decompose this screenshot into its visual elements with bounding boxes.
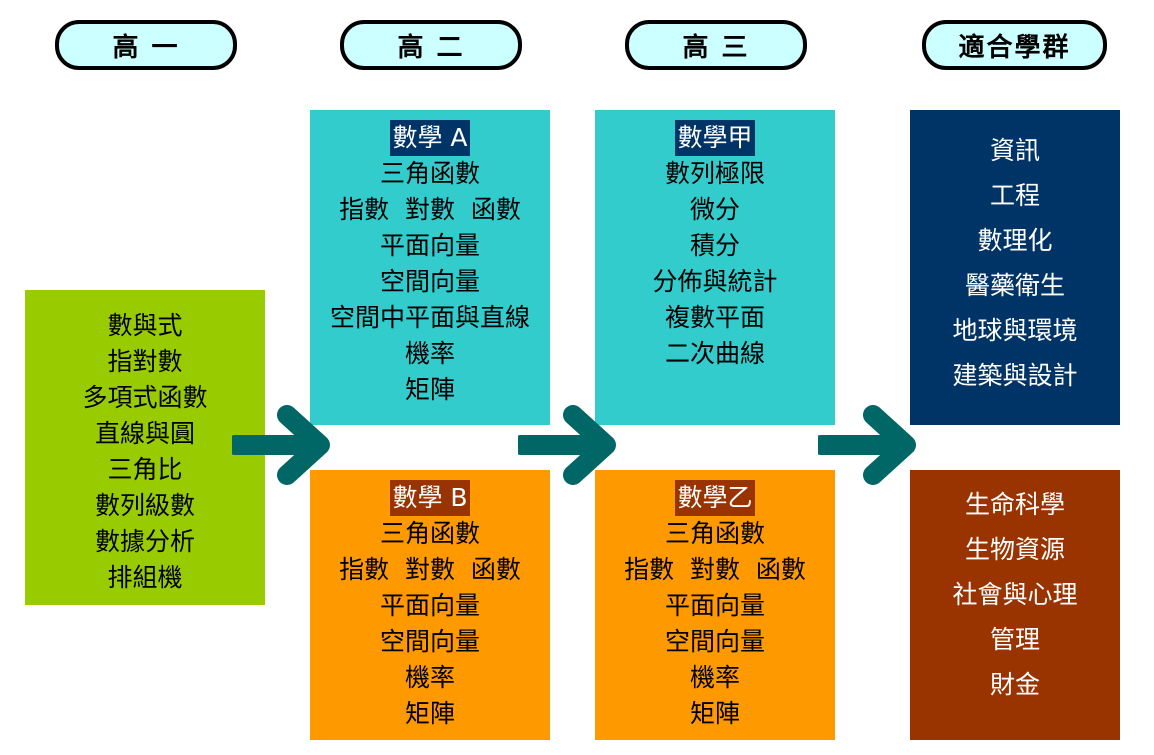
list-item: 三角比 xyxy=(107,455,183,484)
list-item: 矩陣 xyxy=(689,699,740,728)
other-groups-box: 生命科學生物資源社會與心理管理財金 xyxy=(910,470,1120,740)
list-item: 生命科學 xyxy=(964,490,1065,519)
list-item: 地球與環境 xyxy=(952,316,1078,345)
list-item: 積分 xyxy=(689,231,740,260)
science-groups-box: 資訊工程數理化醫藥衛生地球與環境建築與設計 xyxy=(910,110,1120,425)
list-item: 二次曲線 xyxy=(664,339,765,368)
list-item: 指對數 xyxy=(107,347,183,376)
list-item: 直線與圓 xyxy=(94,419,195,448)
math-jia-box: 數學甲 數列極限微分積分分佈與統計複數平面二次曲線 xyxy=(595,110,835,425)
list-item: 空間向量 xyxy=(379,267,480,296)
list-item: 分佈與統計 xyxy=(652,267,778,296)
list-item: 機率 xyxy=(689,663,740,692)
list-item: 空間向量 xyxy=(379,627,480,656)
list-item: 社會與心理 xyxy=(952,580,1078,609)
list-item: 工程 xyxy=(989,181,1040,210)
list-item: 矩陣 xyxy=(404,699,455,728)
header-suitable-groups: 適合學群 xyxy=(922,20,1107,70)
list-item: 空間中平面與直線 xyxy=(329,303,530,332)
list-item: 微分 xyxy=(689,195,740,224)
list-item: 機率 xyxy=(404,663,455,692)
list-item: 資訊 xyxy=(989,136,1040,165)
list-item: 財金 xyxy=(989,670,1040,699)
list-item: 三角函數 xyxy=(664,519,765,548)
math-a-title: 數學 A xyxy=(390,120,470,156)
math-yi-title: 數學乙 xyxy=(675,480,755,516)
arrow-icon xyxy=(232,405,330,485)
math-b-box: 數學 B 三角函數指數 對數 函數平面向量空間向量機率矩陣 xyxy=(310,470,550,740)
list-item: 數據分析 xyxy=(94,527,195,556)
list-item: 平面向量 xyxy=(379,231,480,260)
list-item: 機率 xyxy=(404,339,455,368)
header-grade-10: 高 一 xyxy=(55,20,237,70)
list-item: 生物資源 xyxy=(964,535,1065,564)
list-item: 數列極限 xyxy=(664,159,765,188)
header-grade-12: 高 三 xyxy=(625,20,807,70)
list-item: 建築與設計 xyxy=(952,361,1078,390)
list-item: 三角函數 xyxy=(379,159,480,188)
list-item: 管理 xyxy=(989,625,1040,654)
math-a-box: 數學 A 三角函數指數 對數 函數平面向量空間向量空間中平面與直線機率矩陣 xyxy=(310,110,550,425)
list-item: 指數 對數 函數 xyxy=(339,555,521,584)
math-yi-box: 數學乙 三角函數指數 對數 函數平面向量空間向量機率矩陣 xyxy=(595,470,835,740)
list-item: 數列級數 xyxy=(94,491,195,520)
list-item: 平面向量 xyxy=(664,591,765,620)
list-item: 排組機 xyxy=(107,563,183,592)
list-item: 多項式函數 xyxy=(82,383,208,412)
list-item: 指數 對數 函數 xyxy=(624,555,806,584)
grade10-box: 數與式指對數多項式函數直線與圓三角比數列級數數據分析排組機 xyxy=(25,290,265,605)
header-grade-11: 高 二 xyxy=(340,20,522,70)
list-item: 指數 對數 函數 xyxy=(339,195,521,224)
list-item: 三角函數 xyxy=(379,519,480,548)
list-item: 複數平面 xyxy=(664,303,765,332)
math-jia-title: 數學甲 xyxy=(675,120,755,156)
list-item: 數與式 xyxy=(107,311,183,340)
arrow-icon xyxy=(818,405,916,485)
math-b-title: 數學 B xyxy=(390,480,470,516)
list-item: 矩陣 xyxy=(404,375,455,404)
arrow-icon xyxy=(518,405,616,485)
list-item: 數理化 xyxy=(977,226,1053,255)
list-item: 空間向量 xyxy=(664,627,765,656)
list-item: 醫藥衛生 xyxy=(964,271,1065,300)
list-item: 平面向量 xyxy=(379,591,480,620)
